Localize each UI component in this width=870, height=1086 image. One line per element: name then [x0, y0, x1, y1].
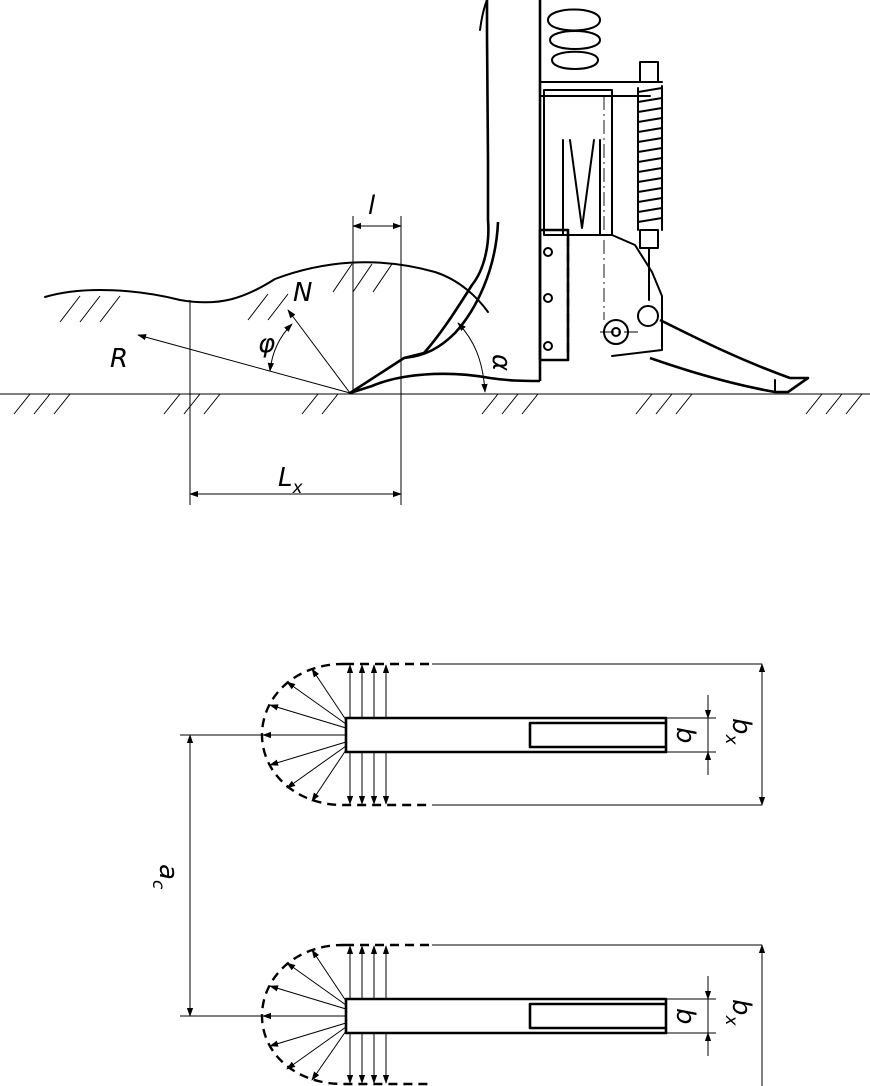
dimension-ac: ac — [148, 734, 262, 1017]
label-lx: Lx — [278, 463, 304, 498]
soil-bulge — [44, 261, 489, 323]
label-l: l — [368, 191, 376, 221]
dimension-l — [352, 216, 402, 505]
plan-view: b bx — [148, 662, 766, 1086]
label-ac: ac — [148, 864, 183, 890]
label-b-bottom: b — [670, 1008, 700, 1025]
flow-lines-top — [262, 664, 390, 805]
label-b-top: b — [670, 727, 700, 744]
force-vectors — [137, 309, 488, 394]
flow-lines-bottom — [262, 945, 390, 1084]
label-n: N — [293, 278, 312, 308]
cultivator-tine — [348, 0, 542, 395]
side-view: R N φ l α Lx — [0, 0, 870, 505]
dimension-lx — [189, 300, 402, 505]
ground-surface — [0, 393, 870, 415]
label-bx-bottom: bx — [721, 999, 756, 1027]
spring-mount — [538, 8, 663, 362]
label-bx-top: bx — [721, 718, 756, 746]
plan-tine-bottom: b bx — [260, 943, 766, 1086]
plan-tine-top: b bx — [260, 662, 766, 807]
rear-tine — [649, 318, 810, 394]
label-alpha: α — [486, 354, 516, 371]
label-r: R — [110, 344, 128, 374]
label-phi: φ — [258, 329, 275, 359]
